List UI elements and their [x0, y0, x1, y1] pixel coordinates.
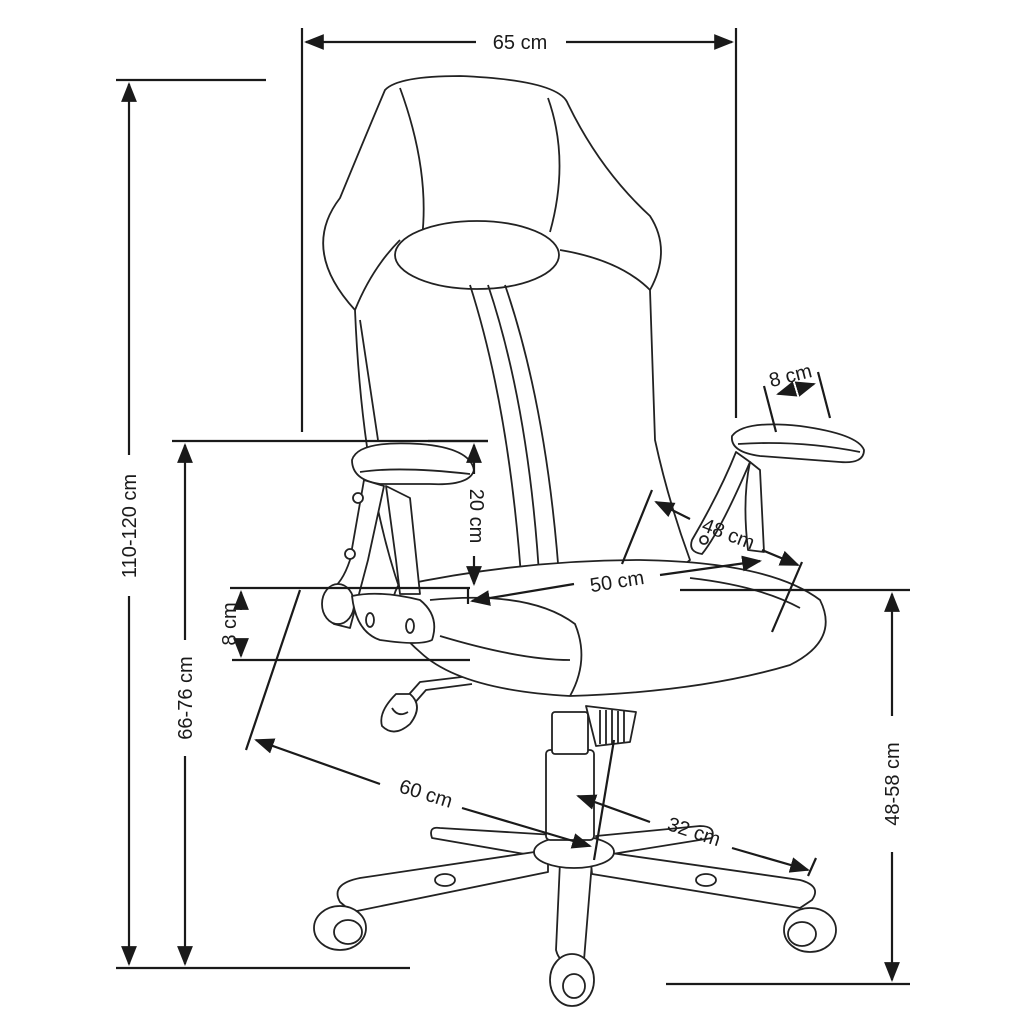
label-armrest-above-seat: 20 cm: [465, 489, 487, 543]
dimension-total-height: 110-120 cm: [116, 78, 410, 970]
label-armrest-height: 66-76 cm: [175, 656, 197, 739]
label-armrest-width: 8 cm: [767, 360, 814, 392]
gas-cylinder: [545, 705, 637, 841]
backrest: [322, 75, 691, 601]
label-overall-width: 65 cm: [493, 32, 547, 54]
caster-right: [783, 907, 837, 953]
dimension-seat-thickness: 8 cm: [219, 586, 470, 662]
label-seat-height: 48-58 cm: [882, 742, 904, 825]
tilt-lever: [380, 675, 473, 733]
label-total-height: 110-120 cm: [119, 474, 141, 578]
armrest-right: [690, 423, 865, 555]
seat-bracket: [351, 592, 436, 644]
caster-back-right: [695, 873, 717, 887]
casters: [313, 873, 837, 1007]
label-base-radius: 32 cm: [665, 813, 724, 851]
caster-back-left: [434, 873, 456, 887]
dimension-seat-width: 50 cm: [466, 555, 762, 606]
caster-front: [549, 953, 595, 1007]
armrest-left: [321, 442, 475, 629]
caster-left: [313, 905, 367, 951]
chair-base: [336, 825, 816, 964]
label-chair-depth: 60 cm: [396, 776, 455, 813]
dimension-armrest-width: 8 cm: [762, 360, 832, 433]
seat: [391, 559, 827, 697]
dimension-seat-height: 48-58 cm: [666, 588, 910, 986]
dimension-armrest-above-seat: 20 cm: [428, 439, 488, 586]
chair-illustration: [313, 75, 865, 1007]
label-seat-thickness: 8 cm: [219, 602, 241, 645]
dimension-overall-width: 65 cm: [300, 28, 738, 432]
